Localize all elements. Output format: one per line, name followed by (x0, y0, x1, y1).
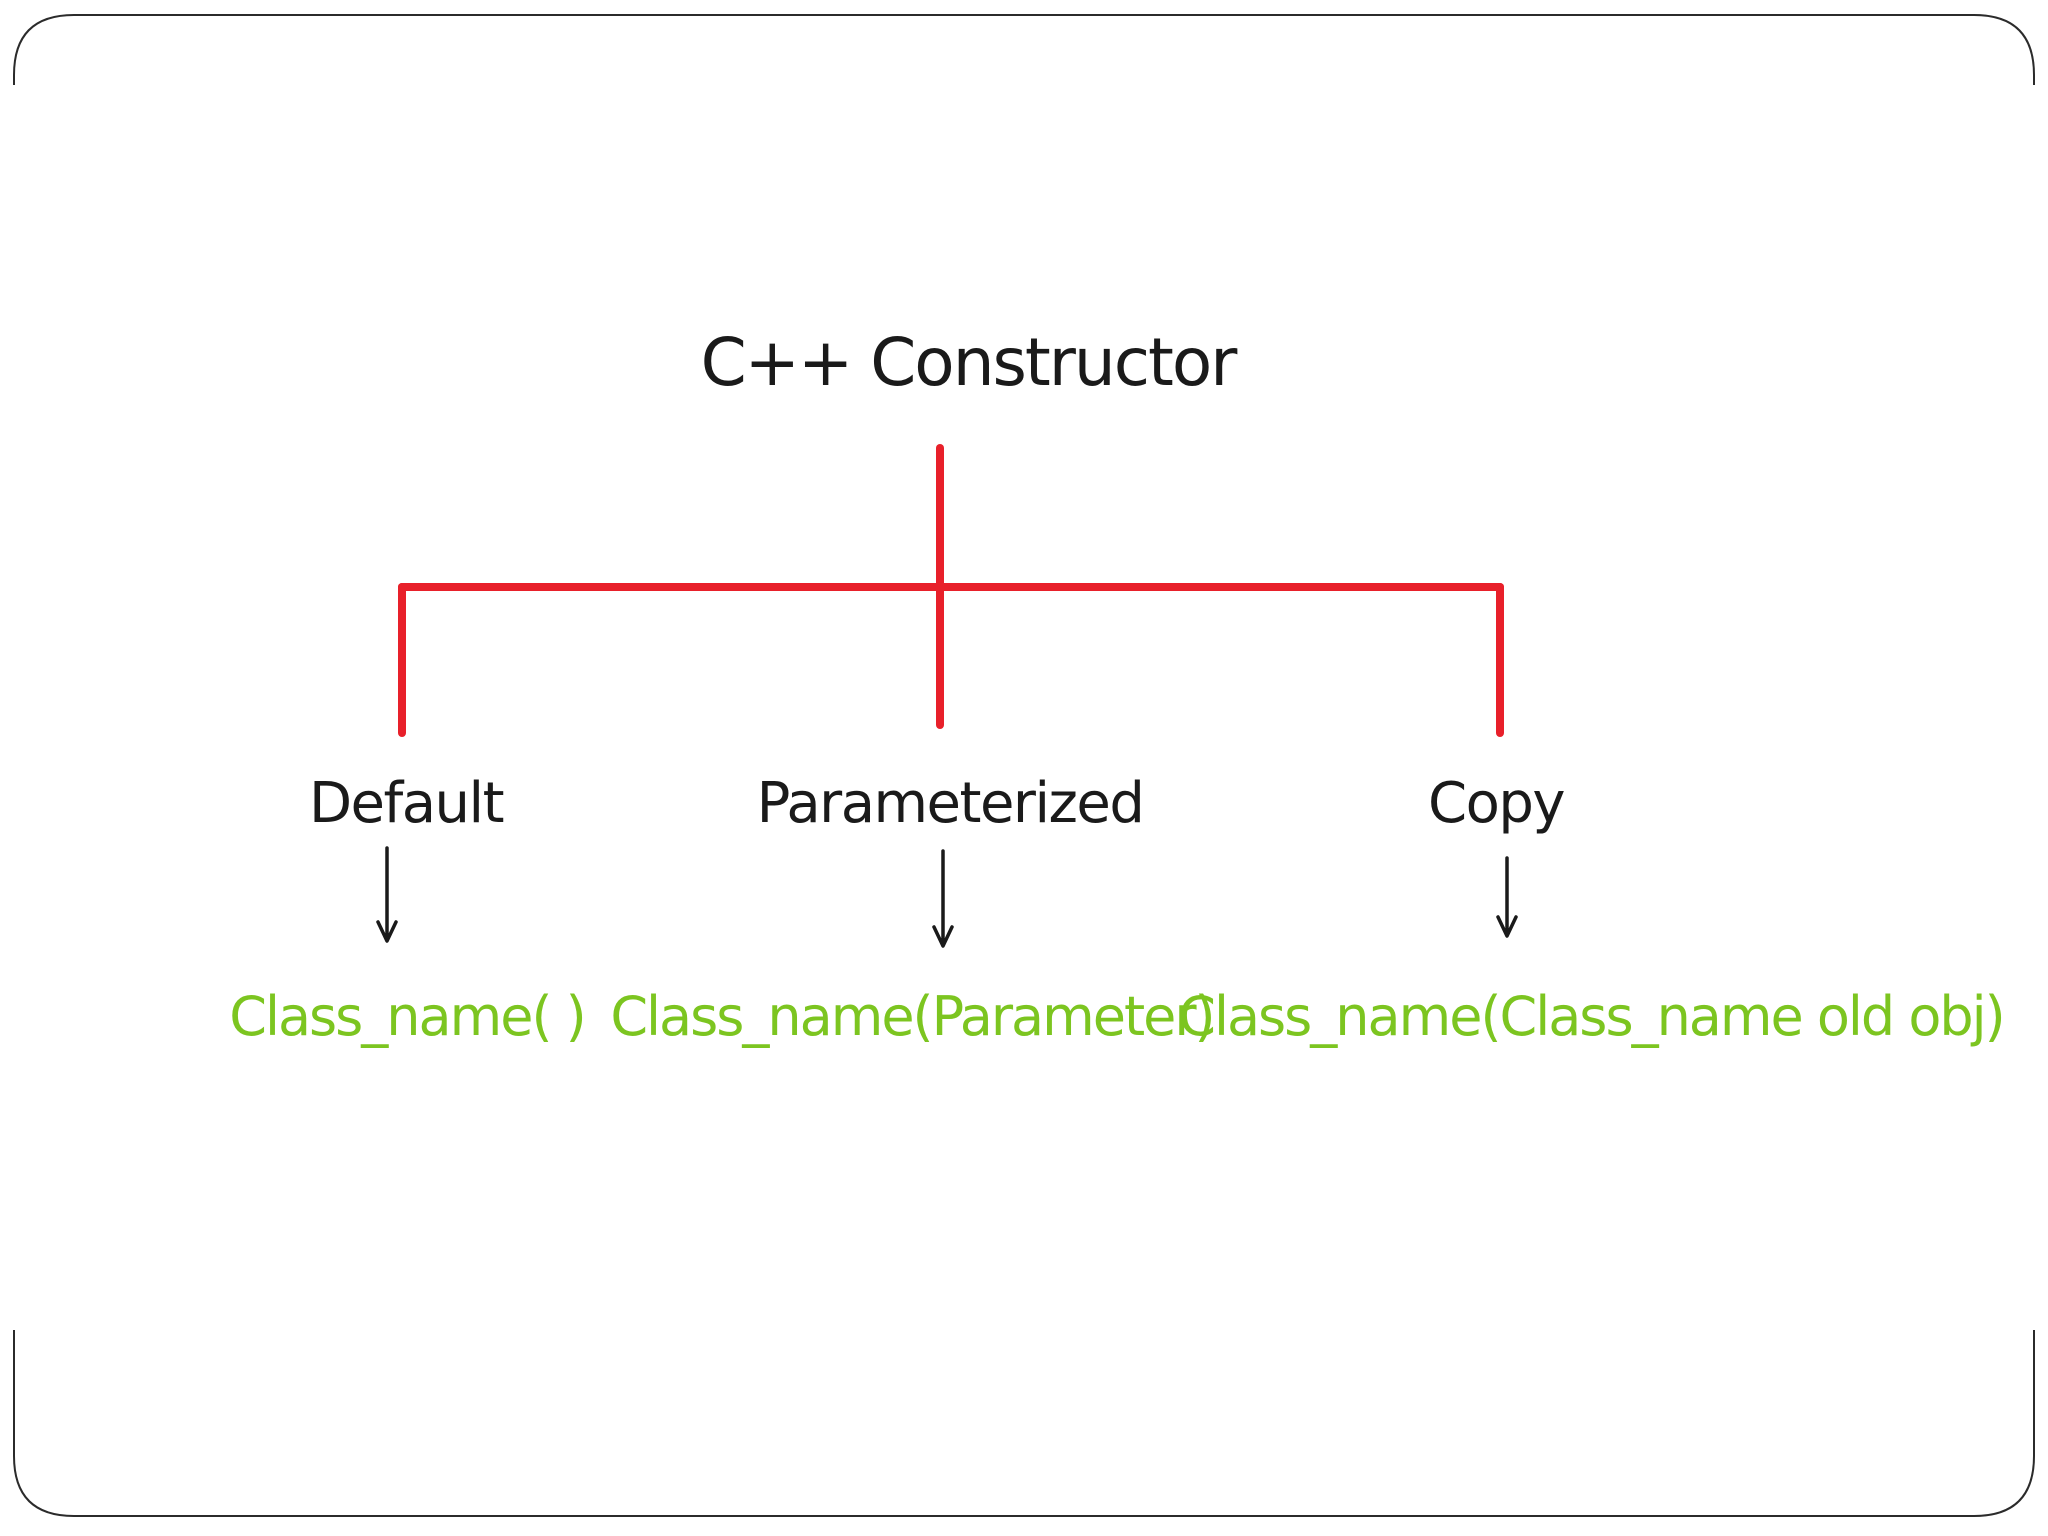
branch-syntax-label: Class_name(Class_name old obj) (1178, 985, 2004, 1048)
branch-parameterized: Parameterized Class_name(Parameter) (610, 771, 1215, 1048)
slide-frame (13, 14, 2035, 1517)
branch-default: Default Class_name( ) (229, 771, 587, 1048)
down-arrow-icon (1496, 856, 1518, 938)
down-arrow-icon (932, 849, 954, 948)
branch-syntax-label: Class_name(Parameter) (610, 985, 1213, 1048)
frame-bottom-border (13, 1330, 2035, 1517)
branch-type-label: Parameterized (757, 771, 1144, 836)
branch-syntax-label: Class_name( ) (229, 985, 585, 1048)
tree-connectors (398, 444, 1504, 737)
frame-top-border (13, 14, 2035, 85)
branch-type-label: Copy (1428, 771, 1564, 836)
branch-type-label: Default (309, 771, 504, 836)
branch-copy: Copy Class_name(Class_name old obj) (1178, 771, 2006, 1048)
down-arrow-icon (376, 846, 398, 943)
root-node-label: C++ Constructor (701, 324, 1239, 401)
